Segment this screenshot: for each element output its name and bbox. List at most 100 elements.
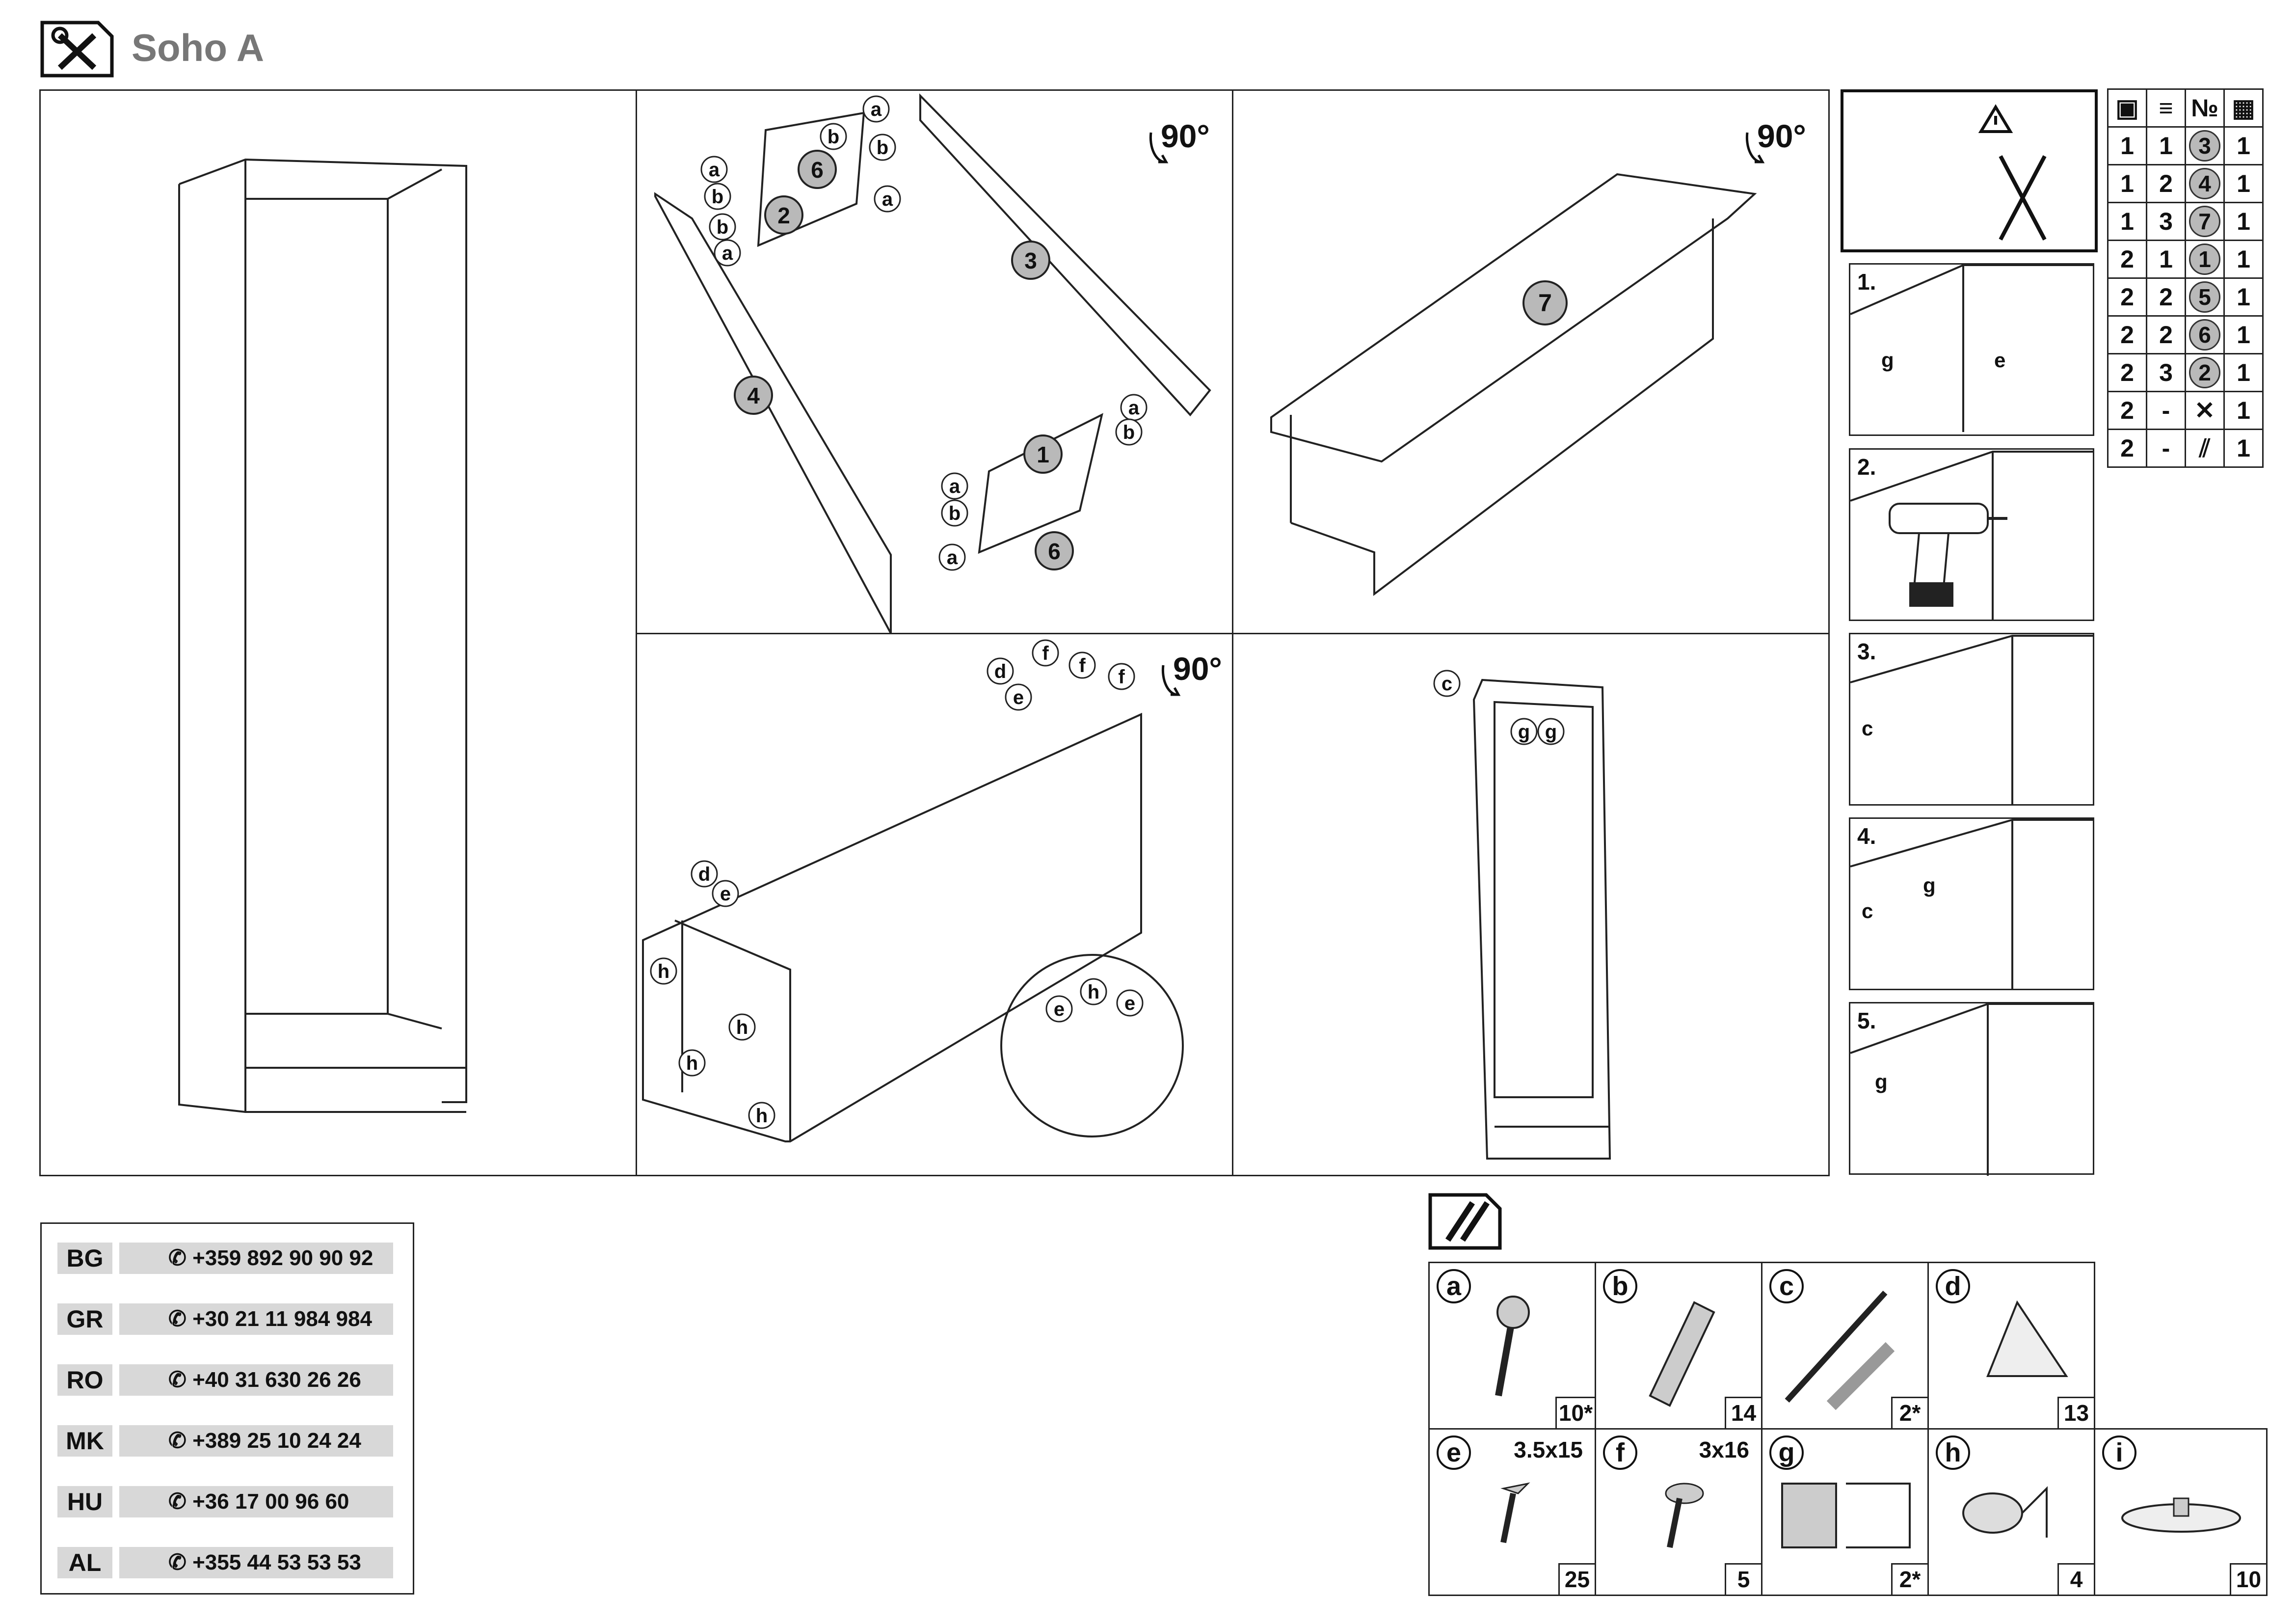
svg-text:f: f [1042,643,1049,664]
fitting-marker-h: h [650,957,677,985]
fitting-marker-g: g [1537,718,1565,745]
svg-text:a: a [947,547,958,568]
table-row: 2-⫽1 [2107,429,2264,468]
svg-text:3: 3 [1024,248,1037,273]
svg-text:a: a [949,476,961,497]
svg-text:e: e [1124,993,1135,1014]
fitting-marker-c: c [1433,670,1461,697]
fitting-marker-a: a [941,472,968,500]
panel-number-3: 3 [1011,241,1050,280]
fitting-marker-b: b [869,134,896,161]
hardware-header [1428,1193,1502,1250]
col-box: 1 [2107,164,2147,203]
warning-icon [1978,104,2047,241]
shelf-support-icon [1962,1486,2048,1538]
panel-number-4: 4 [734,376,773,415]
panel-number-7: 7 [1522,280,1568,325]
col-box: 1 [2107,126,2147,165]
fitting-marker-e: e [1005,683,1032,711]
hardware-icon: ⫽ [2185,429,2225,468]
fitting-marker-b: b [820,123,847,150]
wall-step-4-letter-c: c [1862,899,1873,922]
panel-number-6a: 6 [798,150,837,189]
wall-step-3: 3. [1849,633,2094,806]
fitting-marker-a: a [700,156,728,183]
fitting-marker-a: a [938,543,966,571]
svg-text:d: d [994,661,1006,682]
tools-icon: ✕ [2185,391,2225,430]
fitting-marker-a: a [874,185,901,213]
warning-box [1841,89,2098,252]
svg-text:6: 6 [811,157,824,183]
svg-text:g: g [1518,721,1530,743]
col-qty: 1 [2223,429,2264,468]
col-box: 1 [2107,202,2147,241]
page-title: Soho A [132,26,265,69]
col-qty: 1 [2223,353,2264,392]
fitting-marker-f: f [1108,663,1135,690]
tools-icon [40,21,114,78]
panel-number-1: 1 [1023,434,1063,474]
col-qty: 1 [2223,277,2264,317]
col-box: 2 [2107,391,2147,430]
layers-icon: ≡ [2146,88,2186,128]
screw-anchor-icon [1785,1290,1895,1410]
fitting-marker-b: b [941,499,968,527]
col-part: 2 [2185,353,2225,392]
glide-icon [2121,1497,2241,1533]
col-layer: 2 [2146,315,2186,354]
svg-text:c: c [1442,673,1452,695]
svg-text:h: h [686,1053,698,1074]
fitting-marker-a: a [714,239,741,267]
col-box: 2 [2107,429,2147,468]
col-qty: 1 [2223,126,2264,165]
fitting-marker-d: d [691,860,718,888]
phone-icon: ✆ [168,1246,193,1270]
svg-text:a: a [882,189,893,210]
rotate-90-label-1: 90° [1161,118,1210,154]
fitting-marker-h: h [678,1049,706,1077]
support-phones: BG✆ +359 892 90 90 92 GR✆ +30 21 11 984 … [40,1222,414,1595]
fitting-marker-e: e [1116,989,1144,1017]
wall-step-2: 2. [1849,448,2094,621]
panel-step-4 [1232,633,1830,1176]
col-layer: 3 [2146,353,2186,392]
fitting-marker-b: b [704,183,731,210]
number-sign-icon: № [2185,88,2225,128]
fitting-marker-b: b [709,213,736,241]
svg-text:1: 1 [1037,442,1049,467]
svg-text:6: 6 [1048,539,1061,564]
svg-text:e: e [1013,687,1024,708]
wall-step-3-letter-c: c [1862,717,1873,740]
wall-step-1-letter-e: e [1994,349,2006,372]
fitting-marker-d: d [987,657,1014,685]
svg-text:h: h [756,1105,768,1127]
svg-text:7: 7 [1538,289,1552,317]
col-part: 3 [2185,126,2225,165]
fitting-marker-e: e [1045,995,1073,1023]
col-layer: 1 [2146,240,2186,279]
wall-step-4-letter-g: g [1923,874,1936,897]
svg-text:b: b [712,186,723,208]
fitting-marker-h: h [748,1102,775,1129]
svg-text:g: g [1545,721,1557,743]
svg-text:b: b [949,503,961,524]
col-part: 5 [2185,277,2225,317]
hardware-icon [1428,1193,1502,1250]
col-layer: 2 [2146,164,2186,203]
wall-step-1-letter-g: g [1881,349,1894,372]
col-part: 1 [2185,240,2225,279]
panel-number-2: 2 [764,195,803,235]
svg-text:a: a [871,99,882,120]
svg-text:f: f [1118,666,1125,688]
wall-bracket-icon [1781,1483,1911,1548]
rotate-arrow-icon [1161,665,1181,696]
col-box: 2 [2107,353,2147,392]
